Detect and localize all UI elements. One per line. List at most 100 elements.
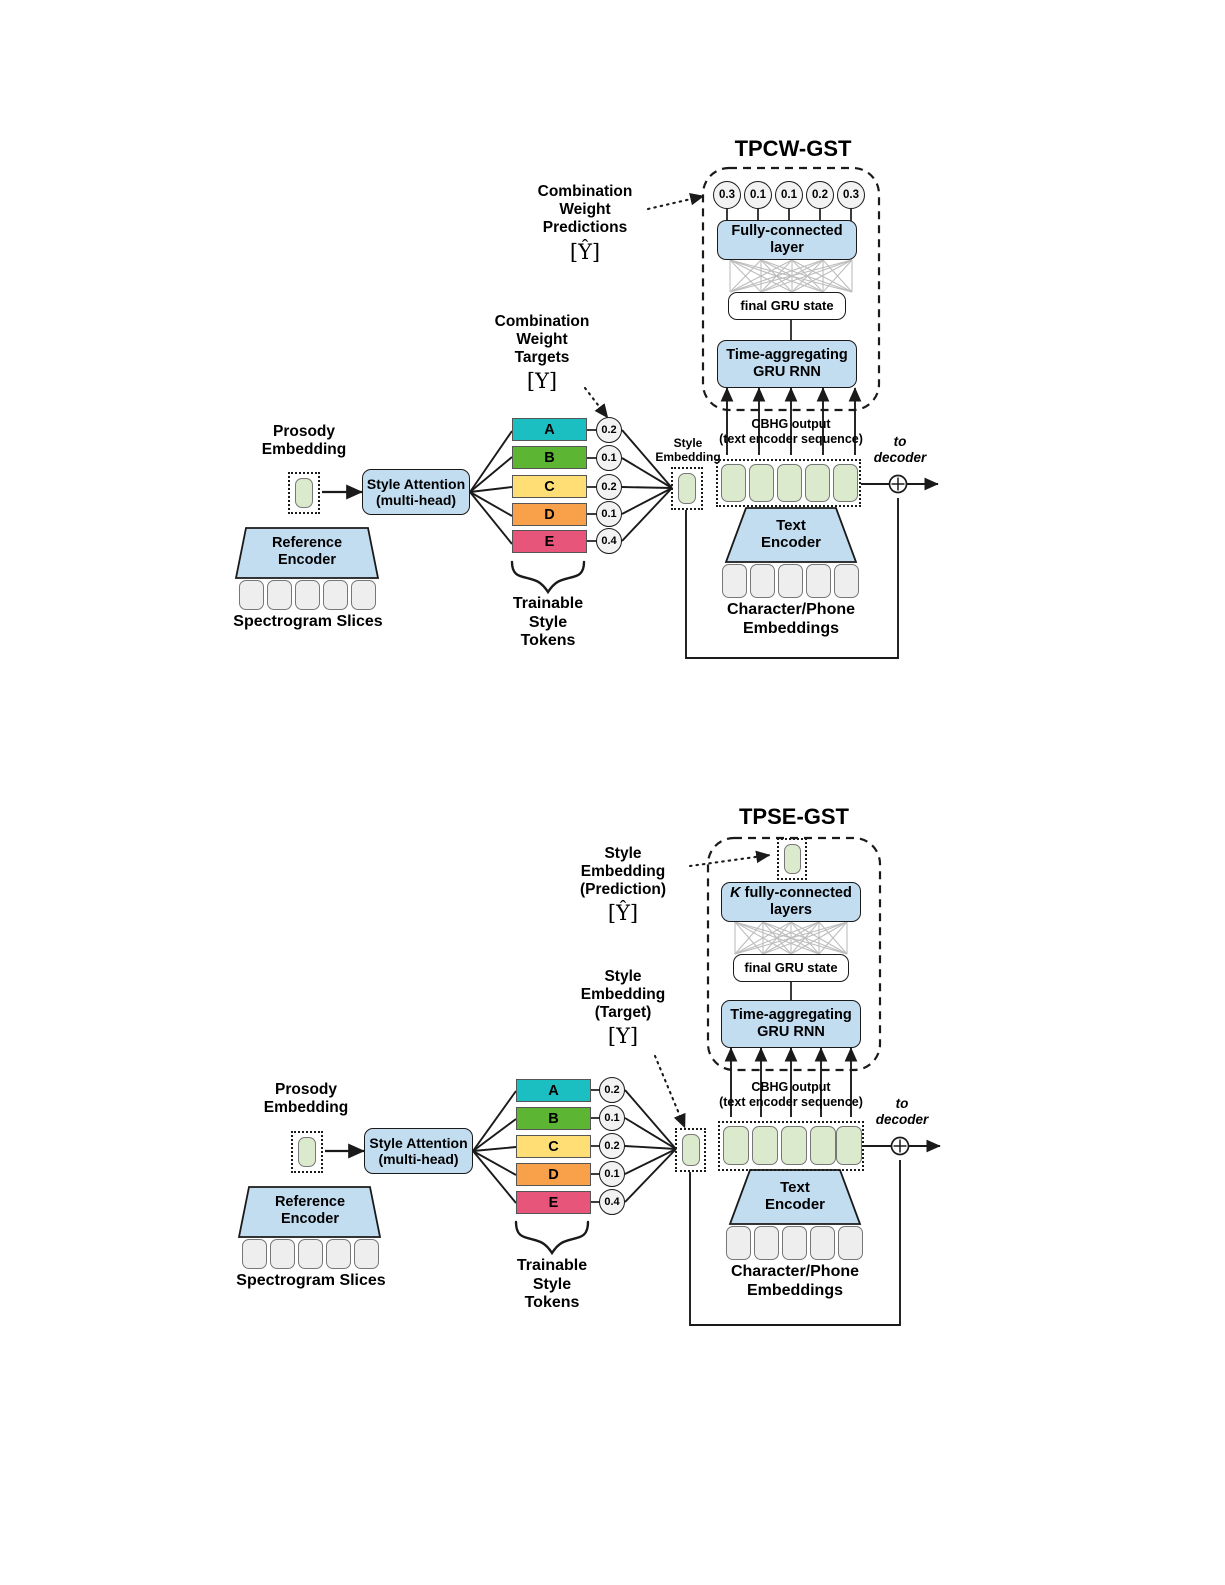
style-token-D: D <box>516 1163 591 1186</box>
style-token-C: C <box>512 475 587 498</box>
token-weight-E: 0.4 <box>596 528 622 554</box>
spectrogram-slice <box>354 1239 379 1269</box>
prediction-math-symbol: [Ŷ] <box>607 901 639 925</box>
token-weight-C: 0.2 <box>596 474 622 500</box>
combination-weight-targets-label: Combination Weight Targets <box>494 313 590 366</box>
combination-weight-predictions-label: Combination Weight Predictions <box>537 183 633 236</box>
token-weight-E: 0.4 <box>599 1189 625 1215</box>
spectrogram-slices-label: Spectrogram Slices <box>233 613 383 630</box>
time-aggregating-gru-rnn-box: Time-aggregating GRU RNN <box>721 1000 861 1048</box>
weight-prediction-circle: 0.1 <box>744 181 772 209</box>
character-phone-embeddings-label: Character/Phone Embeddings <box>730 1263 860 1299</box>
prosody-embedding-cell <box>298 1137 316 1167</box>
time-aggregating-gru-rnn-box: Time-aggregating GRU RNN <box>717 340 857 388</box>
style-token-A: A <box>516 1079 591 1102</box>
spectrogram-slice <box>267 580 292 610</box>
weight-prediction-circle: 0.2 <box>806 181 834 209</box>
char-phone-embedding-cell <box>810 1226 835 1260</box>
spectrogram-slice <box>270 1239 295 1269</box>
k-symbol: K <box>730 885 741 902</box>
char-phone-embedding-cell <box>754 1226 779 1260</box>
token-weight-D: 0.1 <box>599 1161 625 1187</box>
trainable-style-tokens-label: Trainable Style Tokens <box>512 595 584 650</box>
text-encoder-label: Text Encoder <box>764 1179 825 1214</box>
cbhg-output-cell <box>721 464 746 502</box>
spectrogram-slice <box>351 580 376 610</box>
token-weight-A: 0.2 <box>599 1077 625 1103</box>
token-weight-B: 0.1 <box>596 445 622 471</box>
to-decoder-label: to decoder <box>873 434 927 465</box>
char-phone-embedding-cell <box>838 1226 863 1260</box>
weight-prediction-circle: 0.1 <box>775 181 803 209</box>
prosody-embedding-cell <box>295 478 313 508</box>
style-attention-box: Style Attention (multi-head) <box>362 469 470 515</box>
final-gru-state-box: final GRU state <box>733 954 849 982</box>
to-decoder-label: to decoder <box>875 1096 929 1127</box>
target-math-symbol: [Y] <box>607 1024 639 1048</box>
spectrogram-slice <box>295 580 320 610</box>
style-embedding-cell <box>682 1134 700 1166</box>
reference-encoder-label: Reference Encoder <box>271 535 343 568</box>
char-phone-embedding-cell <box>726 1226 751 1260</box>
weight-prediction-circle: 0.3 <box>837 181 865 209</box>
style-embedding-cell <box>678 473 696 504</box>
style-embedding-target-label: Style Embedding (Target) <box>580 968 666 1021</box>
spectrogram-slices-label: Spectrogram Slices <box>236 1272 386 1289</box>
weight-prediction-circle: 0.3 <box>713 181 741 209</box>
style-token-B: B <box>512 446 587 469</box>
tpcw-title: TPCW-GST <box>734 136 852 161</box>
prosody-embedding-label: Prosody Embedding <box>261 423 347 458</box>
spectrogram-slice <box>239 580 264 610</box>
cbhg-output-cell <box>723 1126 749 1165</box>
cbhg-output-cell <box>810 1126 836 1165</box>
cbhg-output-label: CBHG output (text encoder sequence) <box>719 1080 863 1109</box>
style-embedding-label: Style Embedding <box>655 436 721 464</box>
target-math-symbol: [Y] <box>526 369 558 393</box>
style-token-D: D <box>512 503 587 526</box>
predicted-style-embedding-dotted-frame <box>777 838 807 880</box>
char-phone-embedding-cell <box>782 1226 807 1260</box>
token-weight-C: 0.2 <box>599 1133 625 1159</box>
final-gru-state-box: final GRU state <box>728 292 846 320</box>
prediction-math-symbol: [Ŷ] <box>569 240 601 264</box>
style-token-A: A <box>512 418 587 441</box>
cbhg-output-dotted-frame <box>718 1121 864 1171</box>
cbhg-output-cell <box>749 464 774 502</box>
style-embedding-dotted-frame <box>675 1128 706 1172</box>
cbhg-output-cell <box>836 1126 862 1165</box>
spectrogram-slice <box>298 1239 323 1269</box>
char-phone-embedding-cell <box>778 564 803 598</box>
token-weight-B: 0.1 <box>599 1105 625 1131</box>
character-phone-embeddings-label: Character/Phone Embeddings <box>726 601 856 637</box>
predicted-style-embedding-cell <box>784 844 801 874</box>
prosody-embedding-dotted-frame <box>288 472 320 514</box>
fc-layers-text: fully-connected layers <box>744 885 852 918</box>
char-phone-embedding-cell <box>750 564 775 598</box>
char-phone-embedding-cell <box>834 564 859 598</box>
char-phone-embedding-cell <box>806 564 831 598</box>
spectrogram-slice <box>323 580 348 610</box>
token-weight-A: 0.2 <box>596 417 622 443</box>
fully-connected-layer-box: Fully-connected layer <box>717 220 857 260</box>
tpse-title: TPSE-GST <box>738 804 849 829</box>
style-token-B: B <box>516 1107 591 1130</box>
style-token-E: E <box>512 530 587 553</box>
spectrogram-slice <box>242 1239 267 1269</box>
cbhg-output-cell <box>752 1126 778 1165</box>
style-embedding-dotted-frame <box>671 467 703 510</box>
text-encoder-label: Text Encoder <box>760 517 821 552</box>
style-attention-box: Style Attention (multi-head) <box>364 1128 473 1174</box>
reference-encoder-label: Reference Encoder <box>274 1194 346 1227</box>
cbhg-output-cell <box>833 464 858 502</box>
prosody-embedding-dotted-frame <box>291 1131 323 1173</box>
cbhg-output-cell <box>781 1126 807 1165</box>
cbhg-output-dotted-frame <box>716 459 861 507</box>
style-token-E: E <box>516 1191 591 1214</box>
style-token-C: C <box>516 1135 591 1158</box>
char-phone-embedding-cell <box>722 564 747 598</box>
token-weight-D: 0.1 <box>596 501 622 527</box>
trainable-style-tokens-label: Trainable Style Tokens <box>516 1257 588 1312</box>
cbhg-output-cell <box>777 464 802 502</box>
